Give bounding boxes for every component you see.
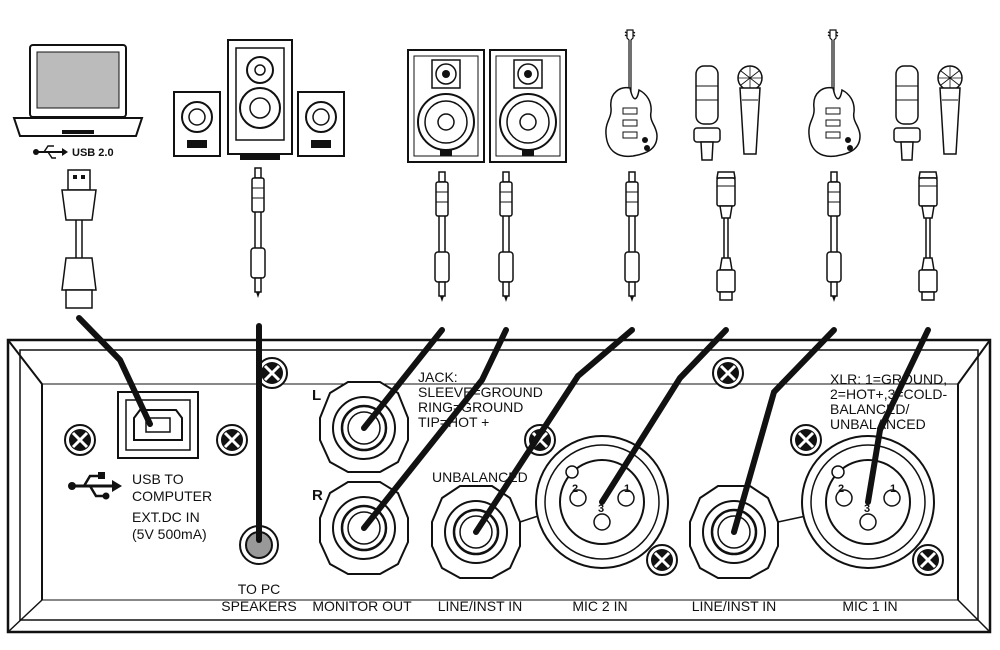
studio-monitor-left-icon [407,49,485,163]
right-label: R [312,487,323,504]
wire-line-2 [473,327,635,535]
condenser-mic-icon-2 [693,65,721,161]
wire-line-1 [731,327,837,535]
monitor-l-cable-plug-icon [434,171,450,303]
jack-note-line-2: SLEEVE=GROUND [418,384,543,400]
xlr-note-line-3: BALANCED/ [830,401,909,417]
ext-dc-label-1: EXT.DC IN [132,509,200,525]
usb-to-computer-label-2: COMPUTER [132,488,212,504]
screw-icon [911,543,945,577]
xlr-note-line-1: XLR: 1=GROUND, [830,371,947,387]
wire-monitor-r [361,327,509,531]
studio-monitor-right-icon [489,49,567,163]
usb-symbol-icon [33,145,68,159]
ext-dc-label-2: (5V 500mA) [132,526,207,542]
pc-speakers-jack [239,525,279,565]
xlr-pin-label: 3 [598,503,604,515]
dynamic-mic-icon-2 [737,65,763,155]
screw-icon [789,423,823,457]
xlr-note-line-4: UNBALANCED [830,416,926,432]
electric-guitar-icon-2 [605,29,658,158]
monitor-out-label: MONITOR OUT [312,598,412,614]
screw-icon [215,423,249,457]
usb-cable-icon [61,169,97,309]
usb-to-computer-label-1: USB TO [132,471,184,487]
xlr-pin-label: 1 [624,483,630,495]
usb-version-label: USB 2.0 [72,147,114,159]
guitar-2-cable-plug-icon [624,171,640,303]
screw-icon [63,423,97,457]
line-inst-in-1-label: LINE/INST IN [692,598,777,614]
unbalanced-label: UNBALANCED [432,469,528,485]
speakers-label: SPEAKERS [221,598,296,614]
screw-icon [645,543,679,577]
to-pc-label: TO PC [238,581,281,597]
left-label: L [312,387,321,404]
screw-icon [711,356,745,390]
xlr-pin-label: 2 [838,483,844,495]
speaker-cable-plug-icon [250,167,266,299]
xlr-note-line-2: 2=HOT+,3=COLD- [830,386,947,402]
jack-note-line-3: RING=GROUND [418,399,523,415]
jack-note-line-1: JACK: [418,369,458,385]
usb-b-port [117,391,199,459]
mic-2-xlr-cable-icon [716,171,736,301]
line-inst-in-2-label: LINE/INST IN [438,598,523,614]
line-inst-in-2-jack [431,485,521,579]
xlr-pin-label: 1 [890,483,896,495]
wire-monitor-l [361,327,445,431]
jack-note-line-4: TIP=HOT + [418,414,489,430]
condenser-mic-icon-1 [893,65,921,161]
monitor-r-cable-plug-icon [498,171,514,303]
mic-1-xlr-cable-icon [918,171,938,301]
wire-mic-2 [599,327,729,505]
xlr-pin-label: 3 [864,503,870,515]
mic-2-in-label: MIC 2 IN [572,598,627,614]
guitar-1-cable-plug-icon [826,171,842,303]
electric-guitar-icon-1 [808,29,861,158]
usb-symbol-icon [68,472,122,500]
wire-mic-1 [865,327,931,505]
wire-usb [76,315,153,427]
xlr-pin-label: 2 [572,483,578,495]
pc-speakers-icon [173,39,345,160]
dynamic-mic-icon-1 [937,65,963,155]
laptop-icon [12,44,144,137]
mic-1-in-label: MIC 1 IN [842,598,897,614]
connection-wires [76,315,931,543]
